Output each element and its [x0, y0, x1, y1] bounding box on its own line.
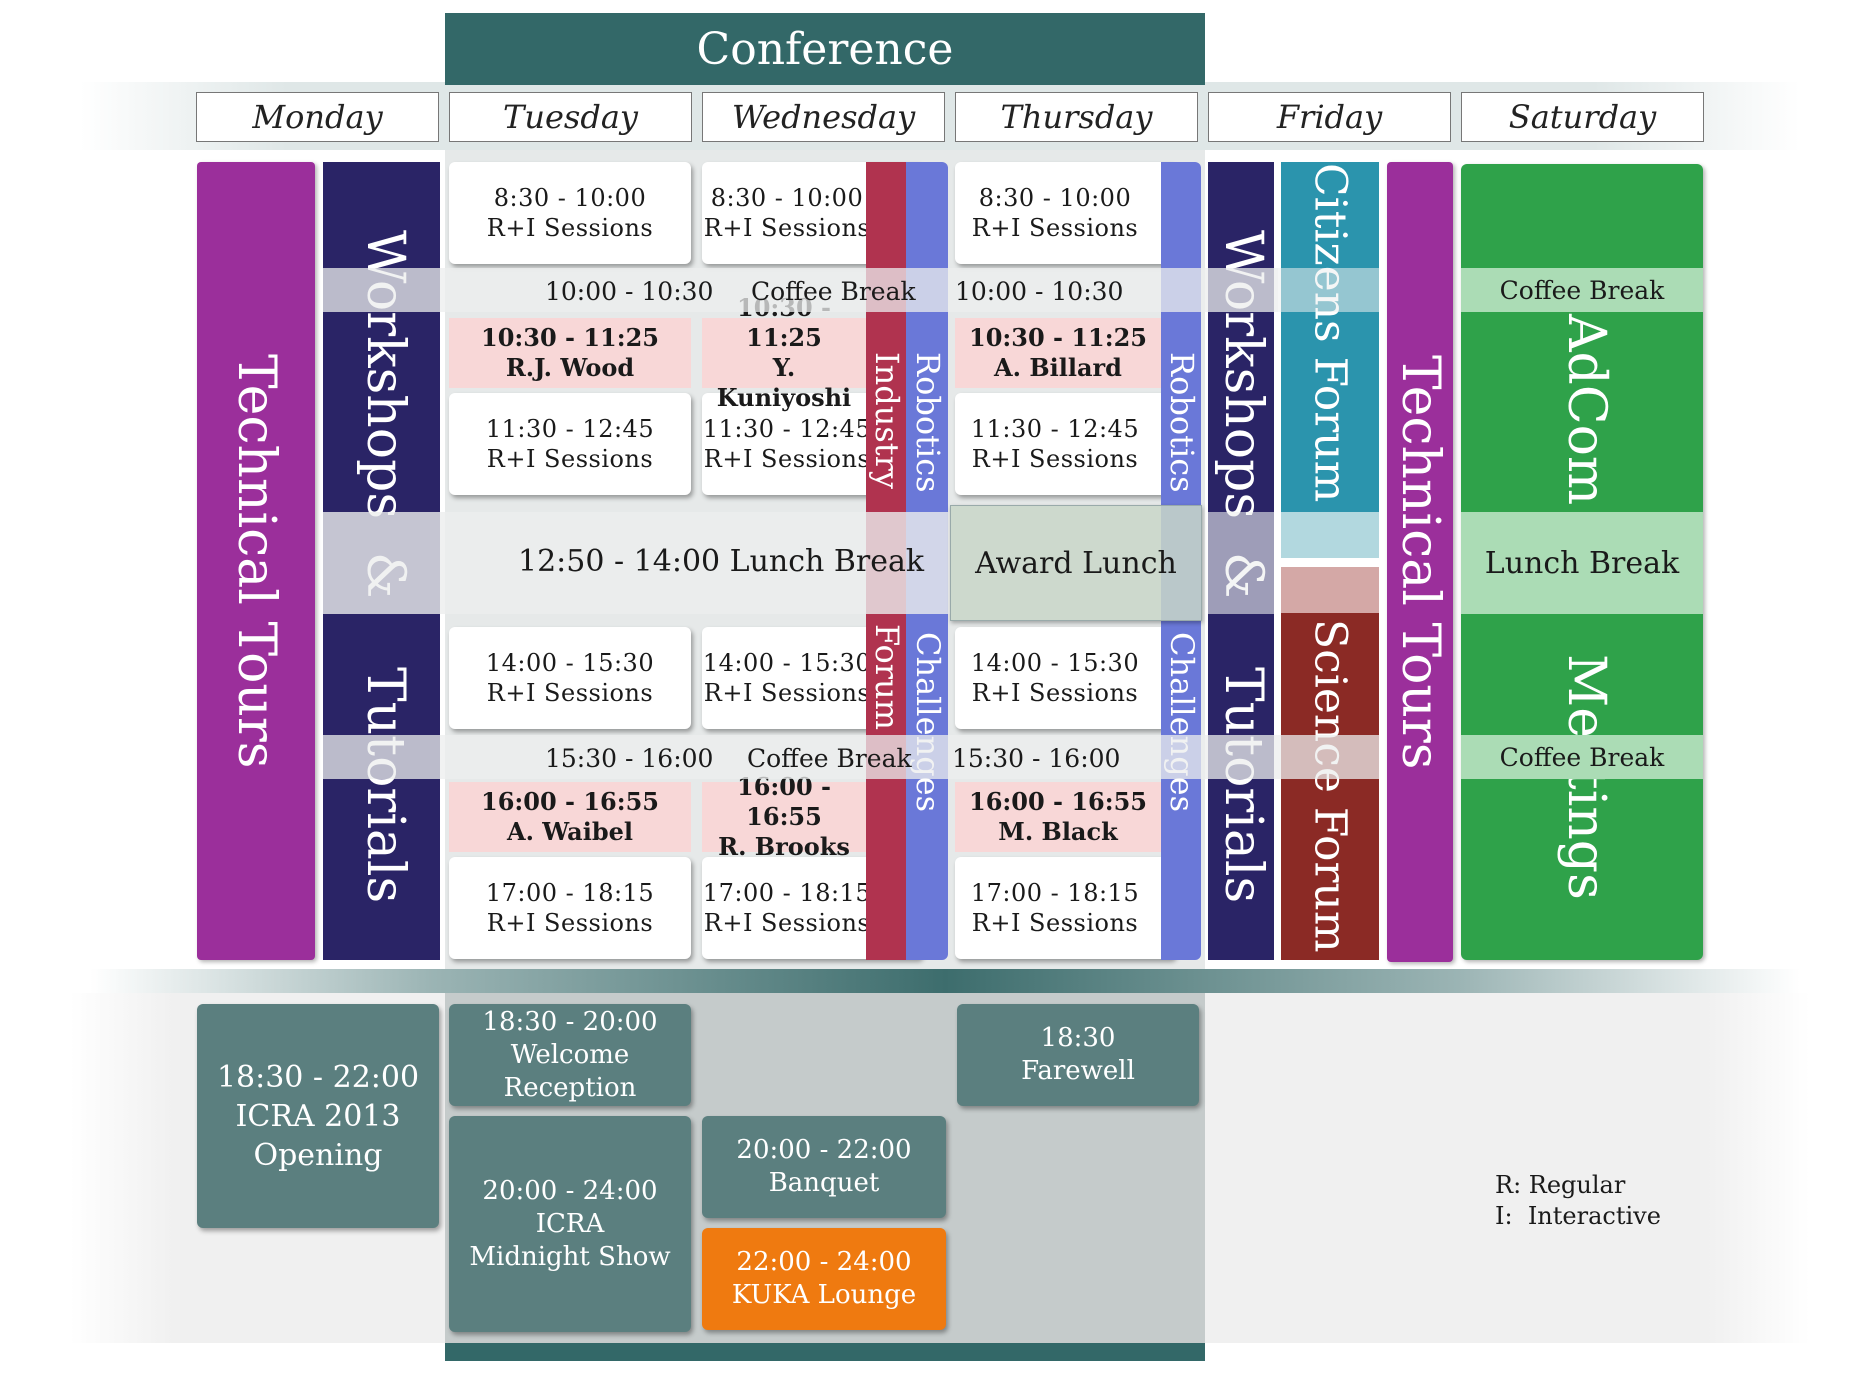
citizens-forum: Citizens Forum: [1281, 162, 1379, 558]
day-thursday: Thursday: [955, 92, 1198, 142]
day-saturday: Saturday: [1461, 92, 1704, 142]
plenary-talk: 10:30 - 11:25Y. Kuniyoshi: [702, 293, 866, 412]
day-tuesday: Tuesday: [449, 92, 692, 142]
conference-header: Conference: [445, 13, 1205, 85]
legend-interactive: I: Interactive: [1495, 1202, 1661, 1230]
technical-tours-friday: Technical Tours: [1387, 162, 1453, 962]
friday-morning-band: [1278, 268, 1379, 312]
science-forum-lunch-tint: [1281, 567, 1379, 613]
technical-tours-monday: Technical Tours: [197, 162, 315, 960]
citizens-forum-lunch-tint: [1281, 512, 1379, 558]
legend-regular: R: Regular: [1495, 1171, 1626, 1199]
afternoon-coffee-break: 15:30 - 16:00 Coffee Break 15:30 - 16:00: [323, 735, 1379, 779]
saturday-lunch-break: Lunch Break: [1461, 512, 1703, 614]
evening-divider: [90, 969, 1800, 993]
adcom-label: AdCom: [1556, 314, 1616, 506]
lunch-break: 12:50 - 14:00 Lunch Break: [323, 512, 950, 614]
day-monday: Monday: [196, 92, 439, 142]
friday-lunch-band: [1208, 512, 1274, 614]
morning-coffee-break: 10:00 - 10:30 Coffee Break 10:00 - 10:30: [323, 268, 1278, 312]
tutorials-label: Tutorials: [355, 667, 415, 904]
conference-bottom-bar: [445, 1343, 1205, 1361]
day-friday: Friday: [1208, 92, 1451, 142]
tutorials-label: Tutorials: [1213, 667, 1273, 904]
saturday-coffee-break-afternoon: Coffee Break: [1461, 735, 1703, 779]
award-lunch: Award Lunch: [950, 505, 1202, 621]
legend: R: Regular I: Interactive: [1495, 1170, 1755, 1240]
saturday-coffee-break-morning: Coffee Break: [1461, 268, 1703, 312]
day-wednesday: Wednesday: [702, 92, 945, 142]
